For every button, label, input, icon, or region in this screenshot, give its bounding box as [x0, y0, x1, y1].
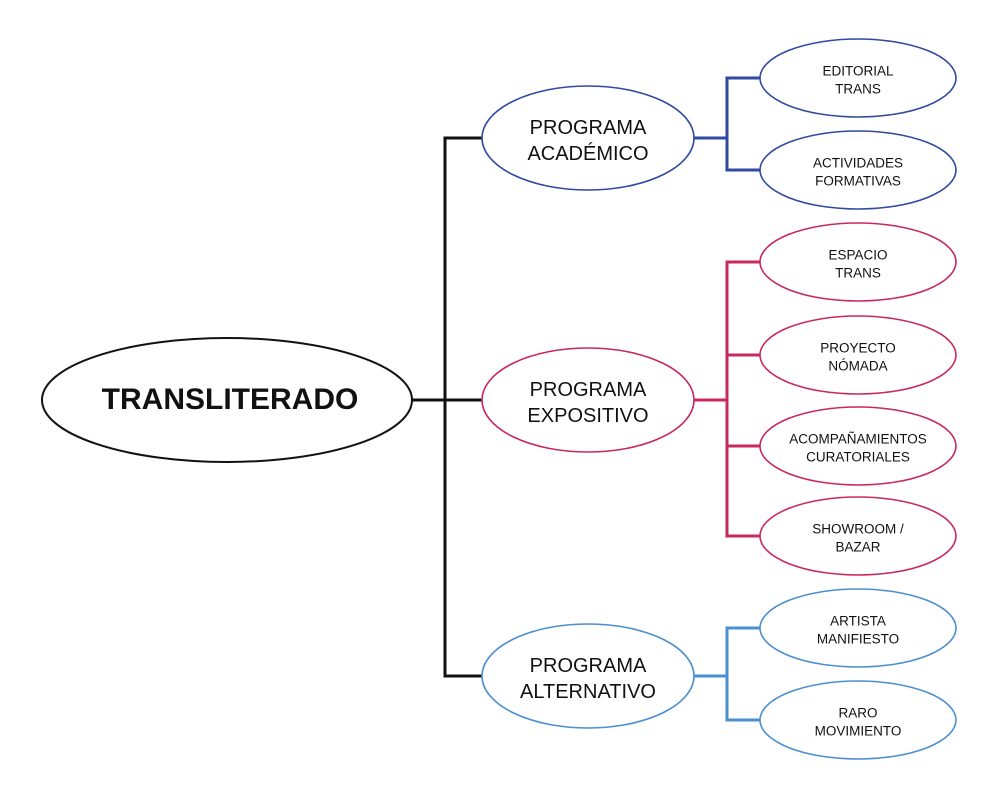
branch-node-academico: PROGRAMA ACADÉMICO	[481, 85, 695, 191]
leaf-node-label-line: CURATORIALES	[806, 449, 910, 464]
branch-node-ellipse	[481, 85, 695, 191]
leaf-node: ARTISTA MANIFIESTO	[759, 588, 957, 668]
leaf-node-label-line: MANIFIESTO	[817, 631, 899, 646]
connectors	[410, 76, 762, 722]
branch-node-alternativo: PROGRAMA ALTERNATIVO	[481, 623, 695, 729]
leaf-node-label: ACTIVIDADES FORMATIVAS	[813, 155, 903, 188]
leaf-node-ellipse	[759, 315, 957, 395]
branch-node-label-line: ALTERNATIVO	[520, 681, 656, 703]
leaf-node-label-line: TRANS	[835, 265, 881, 280]
branch-node-label: PROGRAMA EXPOSITIVO	[527, 379, 648, 427]
leaf-node-label-line: MOVIMIENTO	[815, 723, 902, 738]
branch-node-label-line: ACADÉMICO	[527, 142, 648, 165]
leaf-node-label: ARTISTA MANIFIESTO	[817, 613, 899, 646]
branch-node-label-line: PROGRAMA	[530, 379, 647, 401]
leaf-node-label: ESPACIO TRANS	[828, 247, 887, 280]
branch-node-ellipse	[481, 623, 695, 729]
leaf-node-label: ACOMPAÑAMIENTOS CURATORIALES	[789, 431, 927, 464]
leaf-node-ellipse	[759, 130, 957, 210]
leaf-node-label-line: ACTIVIDADES	[813, 155, 903, 170]
leaf-node-ellipse	[759, 222, 957, 302]
leaf-node-label-line: BAZAR	[835, 539, 880, 554]
leaf-node-label-line: SHOWROOM /	[812, 521, 904, 536]
leaf-node-label-line: ARTISTA	[830, 613, 886, 628]
leaf-node-label-line: TRANS	[835, 81, 881, 96]
leaf-node-label: EDITORIAL TRANS	[822, 63, 894, 96]
branch-node-ellipse	[481, 347, 695, 453]
branch-node-label: PROGRAMA ACADÉMICO	[527, 117, 648, 165]
root-node: TRANSLITERADO	[41, 337, 413, 463]
branch-node-expositivo: PROGRAMA EXPOSITIVO	[481, 347, 695, 453]
leaf-node: ACTIVIDADES FORMATIVAS	[759, 130, 957, 210]
root-node-ellipse	[41, 337, 413, 463]
leaf-node-ellipse	[759, 38, 957, 118]
leaf-node-label-line: ACOMPAÑAMIENTOS	[789, 431, 927, 446]
leaf-node-label-line: FORMATIVAS	[815, 173, 901, 188]
leaf-node-ellipse	[759, 496, 957, 576]
leaf-node: ESPACIO TRANS	[759, 222, 957, 302]
leaf-node: ACOMPAÑAMIENTOS CURATORIALES	[759, 406, 957, 486]
branch-node-label-line: PROGRAMA	[530, 655, 647, 677]
nodes: TRANSLITERADO PROGRAMA ACADÉMICO EDITORIAL…	[41, 38, 957, 760]
leaf-node-label-line: PROYECTO	[820, 340, 896, 355]
leaf-node: EDITORIAL TRANS	[759, 38, 957, 118]
branch-node-label-line: PROGRAMA	[530, 117, 647, 139]
branch-node-label: PROGRAMA ALTERNATIVO	[520, 655, 656, 703]
leaf-node-label-line: NÓMADA	[828, 358, 887, 373]
leaf-node: RARO MOVIMIENTO	[759, 680, 957, 760]
leaf-node-label: RARO MOVIMIENTO	[815, 705, 902, 738]
leaf-node-label-line: ESPACIO	[828, 247, 887, 262]
leaf-node-label-line: RARO	[838, 705, 877, 720]
leaf-node-ellipse	[759, 680, 957, 760]
branch-node-label-line: EXPOSITIVO	[527, 405, 648, 427]
leaf-node-label-line: EDITORIAL	[822, 63, 894, 78]
leaf-node-label: SHOWROOM / BAZAR	[812, 521, 904, 554]
leaf-node: SHOWROOM / BAZAR	[759, 496, 957, 576]
leaf-node: PROYECTO NÓMADA	[759, 315, 957, 395]
leaf-node-label: PROYECTO NÓMADA	[820, 340, 896, 373]
root-node-label: TRANSLITERADO	[102, 383, 359, 416]
leaf-node-ellipse	[759, 588, 957, 668]
leaf-node-ellipse	[759, 406, 957, 486]
